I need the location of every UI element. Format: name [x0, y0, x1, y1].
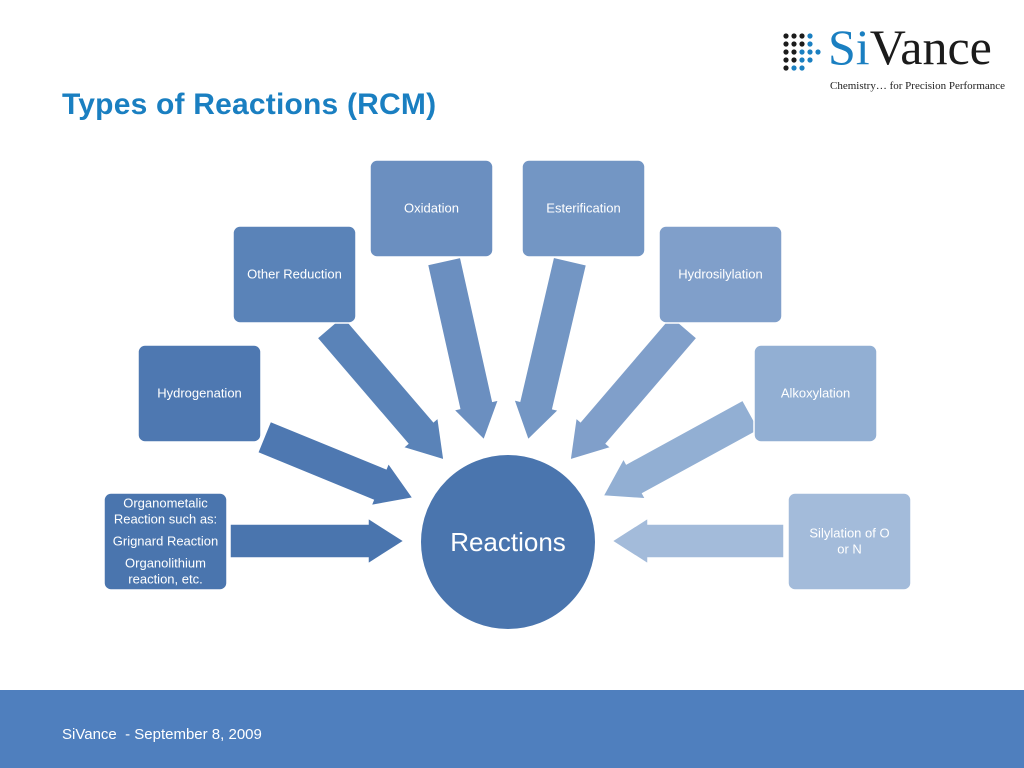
arrow-oxidation-to-reactions: [426, 256, 500, 442]
node-label-hydrogenation: Hydrogenation: [157, 386, 242, 401]
node-box-esterification: [521, 159, 646, 258]
node-box-hydrosilylation: [658, 225, 783, 324]
slide-title: Types of Reactions (RCM): [62, 88, 437, 121]
node-silylation: Silylation of Oor N: [787, 492, 912, 591]
center-node-reactions: Reactions: [419, 453, 597, 631]
node-hydrosilylation: Hydrosilylation: [658, 225, 783, 324]
arrow-other-reduction-to-reactions: [316, 314, 445, 462]
node-label-organometalic: reaction, etc.: [128, 572, 202, 587]
node-label-organometalic: Reaction such as:: [114, 512, 217, 527]
node-label-oxidation: Oxidation: [404, 201, 459, 216]
node-label-esterification: Esterification: [546, 201, 620, 216]
logo-tagline: Chemistry… for Precision Performance: [830, 80, 1006, 92]
node-hydrogenation: Hydrogenation: [137, 344, 262, 443]
node-label-organometalic: Grignard Reaction: [113, 534, 219, 549]
node-other-reduction: Other Reduction: [232, 225, 357, 324]
center-node-circle: [419, 453, 597, 631]
logo-wordmark: SiVance: [828, 22, 992, 72]
footer-text: SiVance - September 8, 2009: [62, 726, 262, 743]
center-node-label: Reactions: [450, 527, 566, 557]
logo-word-prefix: Si: [828, 19, 870, 75]
node-oxidation: Oxidation: [369, 159, 494, 258]
arrow-organometalic-to-reactions: [229, 516, 406, 566]
logo-word-suffix: Vance: [869, 19, 992, 75]
arrow-hydrogenation-to-reactions: [256, 420, 415, 507]
arrow-silylation-to-reactions: [610, 516, 785, 566]
node-box-silylation: [787, 492, 912, 591]
node-label-silylation: Silylation of O: [809, 526, 889, 541]
arrow-hydrosilylation-to-reactions: [569, 314, 698, 462]
node-label-organometalic: Organometalic: [123, 496, 208, 511]
node-label-other-reduction: Other Reduction: [247, 267, 342, 282]
node-box-alkoxylation: [753, 344, 878, 443]
arrow-alkoxylation-to-reactions: [601, 399, 761, 500]
node-alkoxylation: Alkoxylation: [753, 344, 878, 443]
arrow-esterification-to-reactions: [512, 256, 588, 442]
node-box-hydrogenation: [137, 344, 262, 443]
node-esterification: Esterification: [521, 159, 646, 258]
node-label-organometalic: Organolithium: [125, 556, 206, 571]
node-box-oxidation: [369, 159, 494, 258]
node-label-hydrosilylation: Hydrosilylation: [678, 267, 763, 282]
sivance-logo: SiVance Chemistry… for Precision Perform…: [780, 22, 1006, 95]
footer-bar: SiVance - September 8, 2009: [0, 690, 1024, 768]
node-label-silylation: or N: [837, 542, 862, 557]
logo-dots-icon: [783, 33, 821, 71]
node-box-organometalic: [103, 492, 228, 591]
node-label-alkoxylation: Alkoxylation: [781, 386, 850, 401]
node-box-other-reduction: [232, 225, 357, 324]
